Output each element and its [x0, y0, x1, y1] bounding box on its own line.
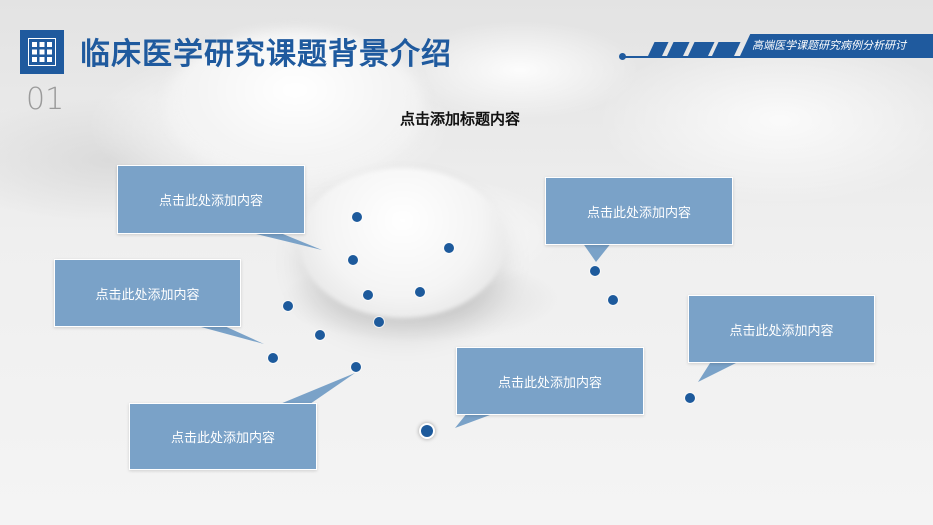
marker-dot [363, 290, 373, 300]
banner-text: 高端医学课题研究病例分析研讨 [752, 39, 906, 52]
grid-icon [20, 30, 64, 74]
callout-tail [248, 232, 322, 250]
page-number: 01 [26, 82, 65, 117]
marker-dot [608, 295, 618, 305]
callout-text: 点击此处添加内容 [158, 194, 263, 209]
callout-text: 点击此处添加内容 [729, 323, 834, 339]
marker-dot [352, 212, 362, 222]
banner-dot [619, 53, 626, 60]
callout-tail [455, 412, 498, 428]
callout-box[interactable]: 点击此处添加内容 [688, 295, 875, 363]
callout-tail [280, 373, 355, 404]
callout-text: 点击此处添加内容 [95, 287, 200, 303]
marker-dot [268, 353, 278, 363]
marker-dot [351, 362, 361, 372]
marker-dot [415, 287, 425, 297]
callout-tail [190, 324, 264, 344]
marker-dot [685, 393, 695, 403]
callout-text: 点击此处添加内容 [497, 375, 602, 391]
banner-line [622, 56, 933, 58]
marker-dot [315, 330, 325, 340]
background-pill-blur [165, 30, 425, 180]
marker-dot [421, 425, 433, 437]
page-title: 临床医学研究课题背景介绍 [80, 37, 452, 72]
marker-dot [348, 255, 358, 265]
callout-text: 点击此处添加内容 [170, 431, 275, 446]
callout-box[interactable]: 点击此处添加内容 [54, 259, 241, 327]
marker-dot [283, 301, 293, 311]
callout-box[interactable]: 点击此处添加内容 [545, 177, 733, 245]
callout-text: 点击此处添加内容 [586, 205, 691, 221]
background-pill [300, 168, 505, 318]
marker-dot [444, 243, 454, 253]
section-subtitle[interactable]: 点击添加标题内容 [400, 110, 521, 128]
marker-dot [590, 266, 600, 276]
marker-dot [374, 317, 384, 327]
callout-tail [698, 360, 742, 382]
callout-box[interactable]: 点击此处添加内容 [129, 403, 317, 470]
callout-box[interactable]: 点击此处添加内容 [456, 347, 644, 415]
callout-box[interactable]: 点击此处添加内容 [117, 165, 305, 234]
callout-tail [582, 242, 612, 262]
